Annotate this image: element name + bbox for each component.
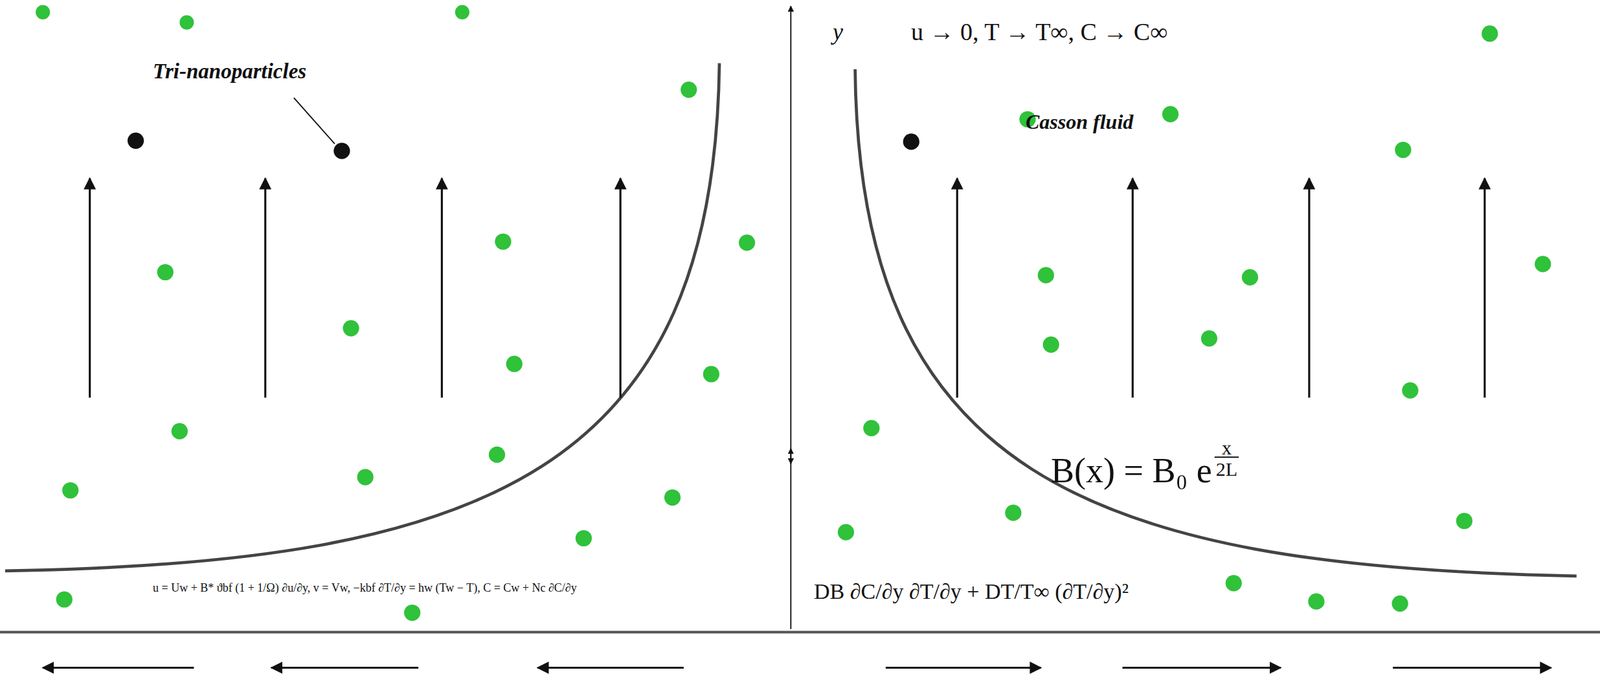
axis-label: y (832, 19, 844, 46)
stretching-sheet (0, 630, 1600, 634)
magnetic-field-formula: B(x) = B₀ e (1050, 451, 1213, 491)
flux-term-formula: DB ∂C/∂y ∂T/∂y + DT/T∞ (∂T/∂y)² (811, 578, 1132, 605)
y-axis-arrow (789, 448, 792, 630)
leader-line (293, 97, 335, 144)
boundary-conditions: u = Uw + B* ϑbf (1 + 1/Ω) ∂u/∂y, v = Vw,… (150, 580, 580, 597)
exponent-denominator: 2L (1216, 458, 1238, 480)
boundary-layer-curve (855, 69, 1577, 577)
black-nanoparticles (127, 132, 920, 160)
y-axis-arrow (789, 5, 792, 464)
stretching-arrows (42, 666, 1551, 669)
particle-label: Tri-nanoparticles (152, 59, 307, 83)
flow-arrows (90, 178, 1485, 399)
exponent-numerator: x (1221, 437, 1232, 459)
fluid-label: Casson fluid (1025, 110, 1134, 134)
boundary-layer-curve (5, 63, 720, 572)
nanoparticle-dots (35, 5, 1551, 621)
far-field-condition: u → 0, T → T∞, C → C∞ (911, 18, 1168, 46)
